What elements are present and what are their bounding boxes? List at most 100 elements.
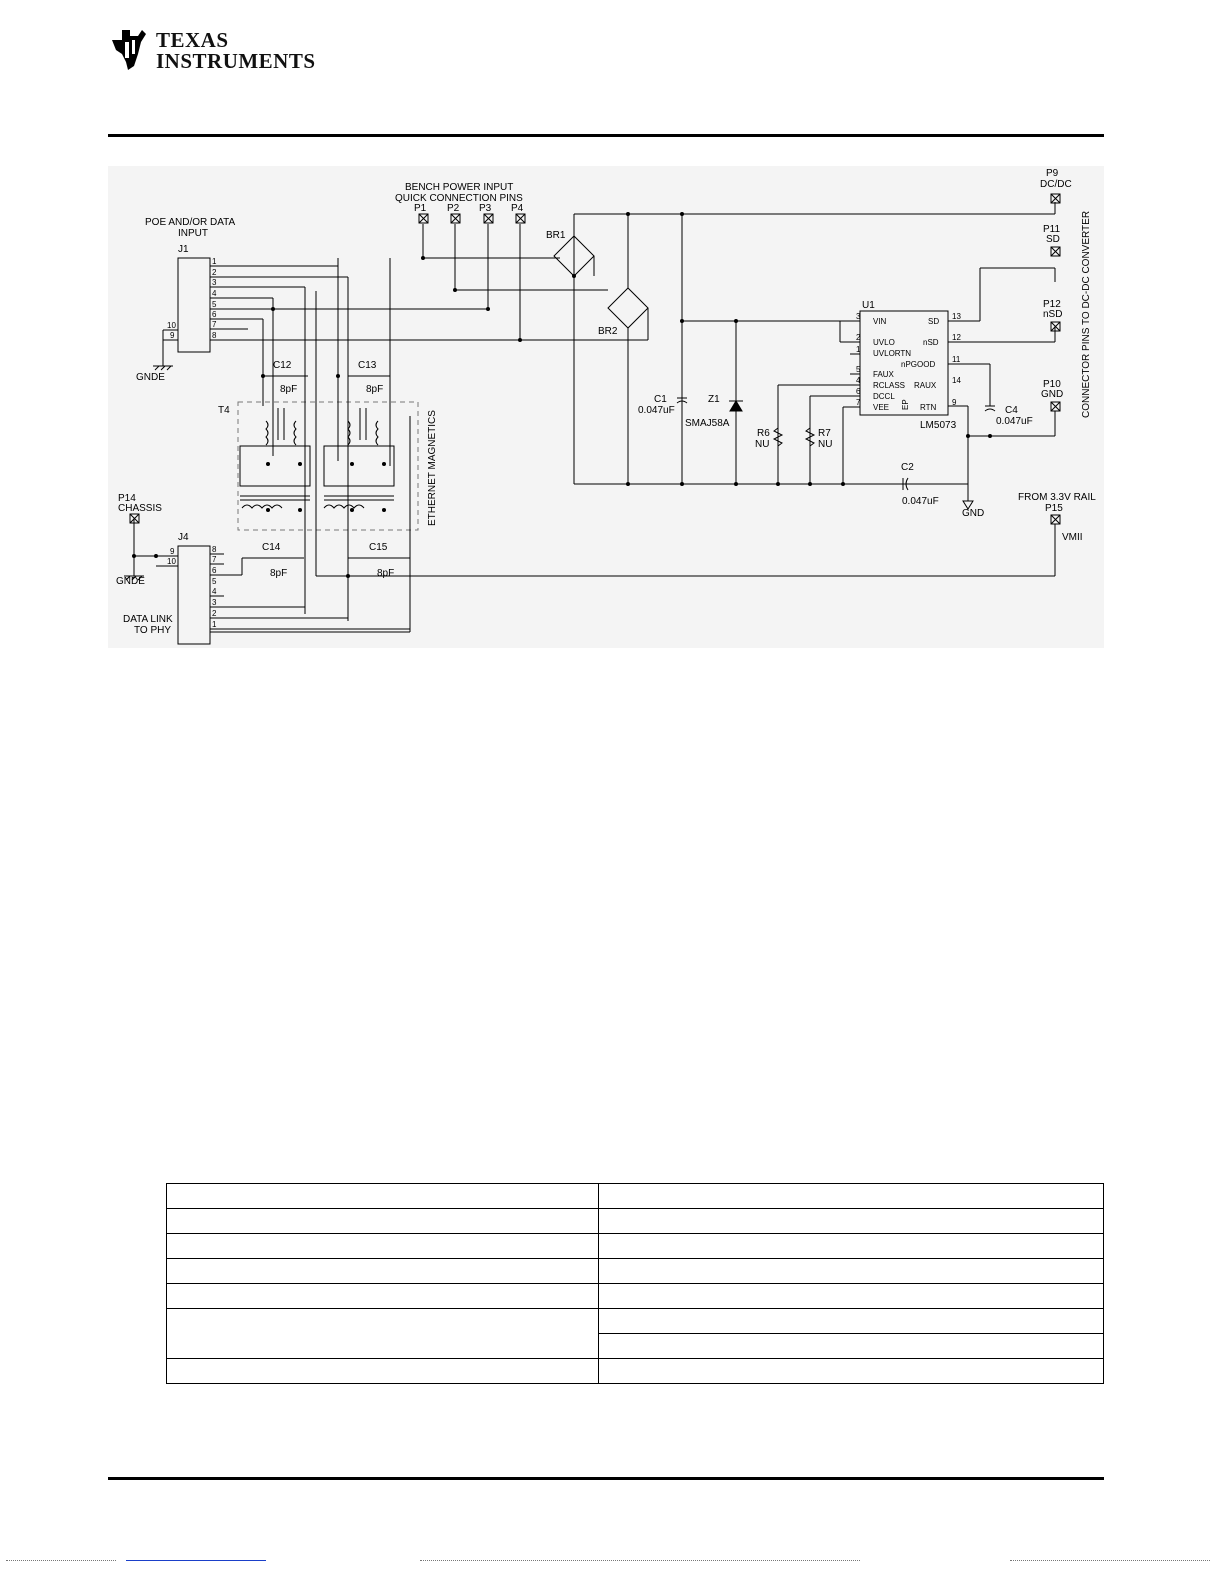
- j1-pin-10: 10: [167, 321, 176, 330]
- c13-value: 8pF: [366, 384, 383, 395]
- pin-label-p2: P2: [447, 203, 460, 214]
- u1-pin-12: 12: [952, 333, 961, 342]
- table-cell: [166, 1258, 599, 1284]
- table-row: [166, 1358, 1104, 1384]
- u1-pin-rtn: RTN: [920, 403, 937, 412]
- u1-pin-1: 1: [856, 345, 861, 354]
- header-rule: [108, 134, 1104, 137]
- r7-value: NU: [818, 439, 832, 450]
- blank-table: [166, 1183, 1104, 1384]
- u1-pin-7: 7: [856, 398, 861, 407]
- u1-pin-13: 13: [952, 312, 961, 321]
- u1-pin-dccl: DCCL: [873, 392, 895, 401]
- t4-label: T4: [218, 405, 230, 416]
- u1-pin-14: 14: [952, 376, 961, 385]
- connector-label: CONNECTOR PINS TO DC-DC CONVERTER: [1081, 211, 1092, 418]
- footer-link-fragment[interactable]: [126, 1560, 266, 1561]
- u1-body: [859, 310, 949, 416]
- r6-label: R6: [757, 428, 770, 439]
- table-cell: [598, 1358, 1104, 1384]
- u1-pin-raux: RAUX: [914, 381, 937, 390]
- c13-label: C13: [358, 360, 377, 371]
- r7-label: R7: [818, 428, 831, 439]
- table-cell: [598, 1283, 1104, 1309]
- footer-fragment: [6, 1560, 116, 1561]
- z1-value: SMAJ58A: [685, 418, 730, 429]
- u1-pin-4: 4: [856, 376, 861, 385]
- c4-value: 0.047uF: [996, 416, 1033, 427]
- c2-label: C2: [901, 462, 914, 473]
- j1-pin-6: 6: [212, 310, 217, 319]
- j4-body: [177, 545, 211, 645]
- table-row: [166, 1308, 1104, 1359]
- p12-label: P12: [1043, 299, 1061, 310]
- table-cell: [166, 1183, 599, 1209]
- p11-name: SD: [1046, 234, 1060, 245]
- u1-pin-6: 6: [856, 387, 861, 396]
- pin-label-p3: P3: [479, 203, 492, 214]
- bench-title-line2: QUICK CONNECTION PINS: [395, 193, 523, 204]
- table-cell: [166, 1233, 599, 1259]
- j4-pin-3: 3: [212, 598, 217, 607]
- table-row: [167, 1333, 1104, 1359]
- j4-pin-1: 1: [212, 620, 217, 629]
- table-row: [166, 1258, 1104, 1284]
- j4-pin-10: 10: [167, 557, 176, 566]
- j1-pin-5: 5: [212, 300, 217, 309]
- poe-input-line1: POE AND/OR DATA: [145, 217, 236, 228]
- j4-label: J4: [178, 532, 189, 543]
- p9-name: DC/DC: [1040, 179, 1072, 190]
- j1-pin-8: 8: [212, 331, 217, 340]
- footer-cut-off-row: [0, 1556, 1225, 1570]
- p12-name: nSD: [1043, 309, 1062, 320]
- u1-pin-rclass: RCLASS: [873, 381, 905, 390]
- u1-pin-3: 3: [856, 312, 861, 321]
- j4-pin-5: 5: [212, 577, 217, 586]
- j1-body: [177, 257, 211, 353]
- u1-pin-npgood: nPGOOD: [901, 360, 935, 369]
- u1-label: U1: [862, 300, 875, 311]
- table-cell: [166, 1358, 599, 1384]
- u1-pin-9: 9: [952, 398, 957, 407]
- bench-title-line1: BENCH POWER INPUT: [405, 182, 513, 193]
- p11-label: P11: [1043, 224, 1060, 235]
- p9-label: P9: [1046, 168, 1059, 179]
- p10-name: GND: [1041, 389, 1063, 400]
- br1-label: BR1: [546, 230, 566, 241]
- c1-value: 0.047uF: [638, 405, 675, 416]
- c12-label: C12: [273, 360, 292, 371]
- j1-label: J1: [178, 244, 189, 255]
- j1-pin-4: 4: [212, 289, 217, 298]
- u1-pin-ep: EP: [901, 399, 910, 410]
- j4-pin-4: 4: [212, 587, 217, 596]
- table-row: [166, 1183, 1104, 1209]
- c15-label: C15: [369, 542, 388, 553]
- j1-pin-9: 9: [170, 331, 175, 340]
- j1-pin-7: 7: [212, 320, 217, 329]
- gnde-label-bottom: GNDE: [116, 576, 145, 587]
- c1-label: C1: [654, 394, 667, 405]
- logo-word-instruments: INSTRUMENTS: [156, 49, 316, 73]
- table-cell: [598, 1308, 1104, 1334]
- table-row: [166, 1208, 1104, 1234]
- magnetics-box: [237, 401, 419, 531]
- footer-fragment: [1010, 1560, 1210, 1561]
- j4-pin-7: 7: [212, 555, 217, 564]
- u1-pin-nsd: nSD: [923, 338, 939, 347]
- c14-label: C14: [262, 542, 281, 553]
- u1-pin-11: 11: [952, 355, 961, 364]
- c14-value: 8pF: [270, 568, 287, 579]
- gnde-label-top: GNDE: [136, 372, 165, 383]
- ti-state-logo-icon: [112, 30, 146, 70]
- u1-part: LM5073: [920, 420, 957, 431]
- u1-pin-5: 5: [856, 365, 861, 374]
- logo-word-texas: TEXAS: [156, 28, 229, 52]
- u1-pin-sd: SD: [928, 317, 939, 326]
- footer-fragment: [420, 1560, 860, 1561]
- u1-pin-uvlortn: UVLORTN: [873, 349, 911, 358]
- data-link-line2: TO PHY: [134, 625, 171, 636]
- c2-value: 0.047uF: [902, 496, 939, 507]
- table-cell: [598, 1208, 1104, 1234]
- c12-value: 8pF: [280, 384, 297, 395]
- u1-pin-vin: VIN: [873, 317, 887, 326]
